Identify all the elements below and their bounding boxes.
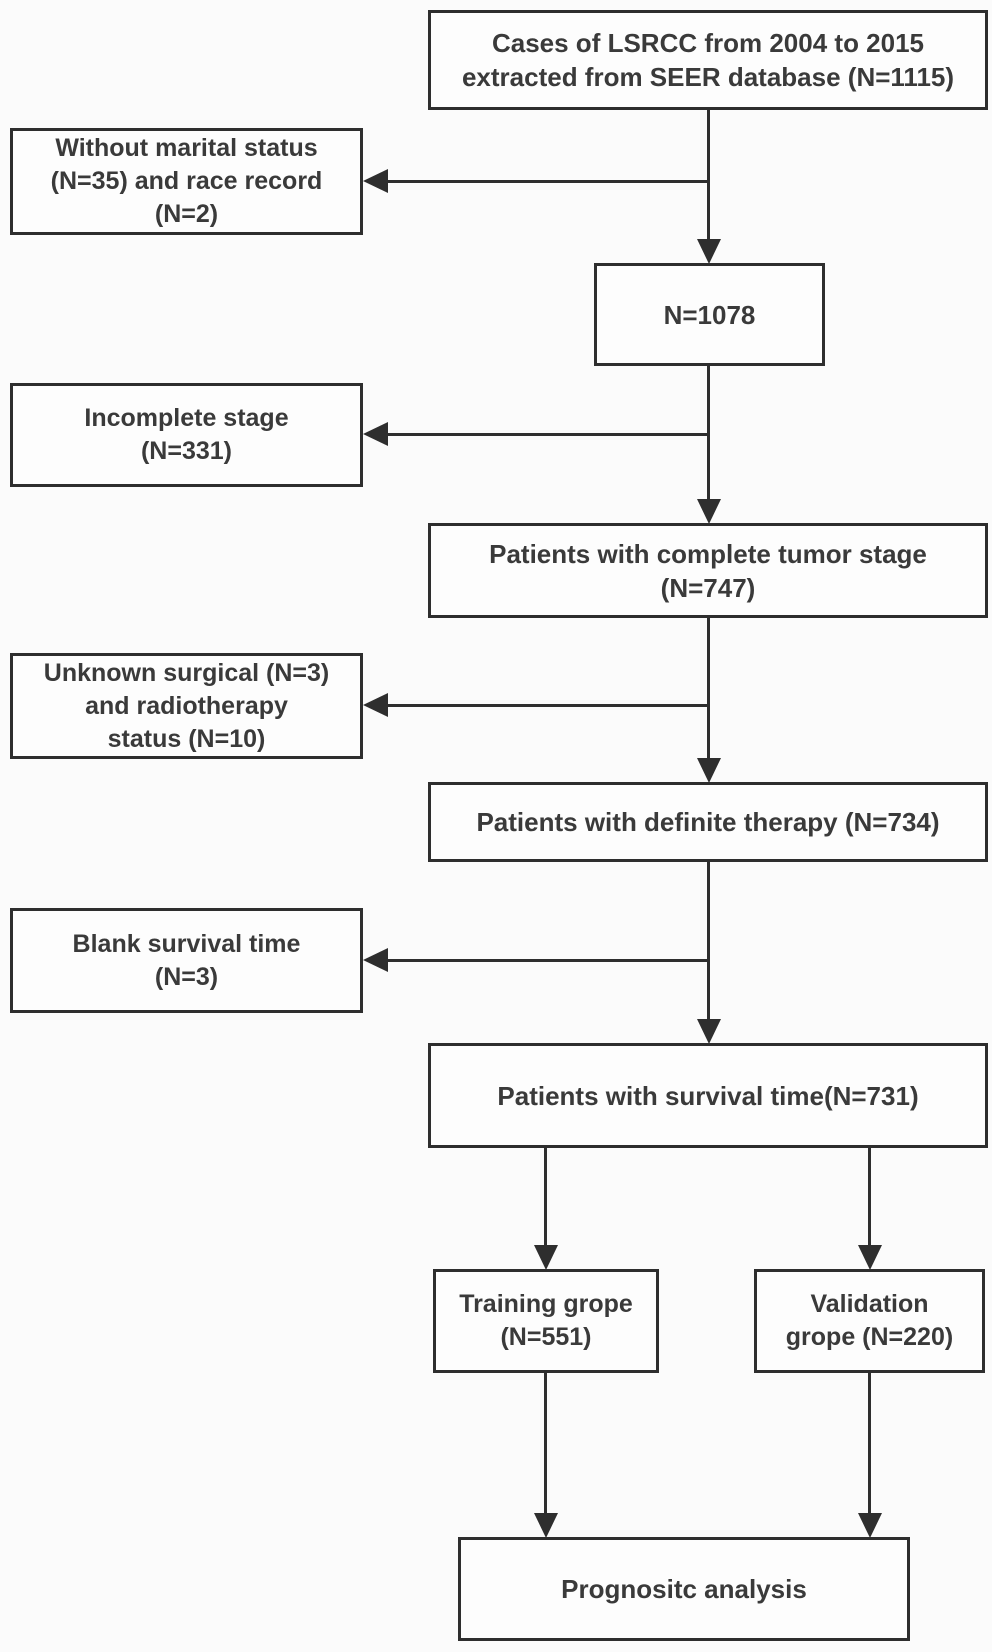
flow-box-survival-time: Patients with survival time(N=731) — [428, 1043, 988, 1148]
flow-box-excl-marital-race-text: (N=2) — [154, 200, 219, 228]
flow-box-excl-surgical-radio: Unknown surgical (N=3) and radiotherapy … — [10, 653, 363, 759]
connector-survival-to-training — [544, 1148, 547, 1247]
flow-box-validation: Validation grope (N=220) — [754, 1269, 985, 1373]
arrowhead-into-complete-stage — [697, 499, 721, 524]
flow-box-source-text: extracted from SEER database (N=1115) — [461, 62, 955, 92]
arrowhead-into-training — [534, 1245, 558, 1270]
flow-box-complete-stage-text: (N=747) — [660, 572, 756, 603]
flow-box-prognostic: Prognositc analysis — [458, 1537, 910, 1641]
connector-source-to-n1078 — [707, 110, 710, 241]
flow-box-excl-incomplete-stage: Incomplete stage (N=331) — [10, 383, 363, 487]
arrowhead-into-survival — [697, 1019, 721, 1044]
flow-box-prognostic-text: Prognositc analysis — [561, 1574, 807, 1604]
branch-to-excl-surgical-radio — [388, 704, 710, 707]
flow-box-source-text: Cases of LSRCC from 2004 to 2015 — [491, 28, 925, 58]
arrowhead-into-n1078 — [697, 239, 721, 264]
arrowhead-training-into-prognostic — [534, 1513, 558, 1538]
flow-box-training-text: (N=551) — [500, 1323, 592, 1351]
flow-box-validation-text: grope (N=220) — [785, 1323, 954, 1351]
arrowhead-into-excl-incomplete-stage — [363, 422, 388, 446]
flow-box-survival-time-text: Patients with survival time(N=731) — [497, 1080, 919, 1111]
flow-box-excl-surgical-radio-text: status (N=10) — [107, 724, 266, 753]
flow-box-n1078: N=1078 — [594, 263, 825, 366]
connector-validation-to-prognostic — [868, 1373, 871, 1515]
flow-box-definite-therapy: Patients with definite therapy (N=734) — [428, 782, 988, 862]
flow-box-excl-incomplete-stage-text: (N=331) — [140, 437, 232, 465]
flow-box-excl-marital-race: Without marital status (N=35) and race r… — [10, 128, 363, 235]
flow-box-excl-blank-survival-text: (N=3) — [154, 962, 219, 991]
flow-box-source: Cases of LSRCC from 2004 to 2015 extract… — [428, 10, 988, 110]
connector-complete-stage-to-therapy — [707, 618, 710, 760]
flow-box-excl-surgical-radio-text: and radiotherapy — [85, 691, 288, 720]
flow-box-definite-therapy-text: Patients with definite therapy (N=734) — [476, 807, 940, 837]
flow-box-excl-marital-race-text: (N=35) and race record — [50, 167, 323, 195]
branch-to-excl-marital-race — [388, 180, 710, 183]
flow-box-excl-blank-survival: Blank survival time (N=3) — [10, 908, 363, 1013]
flow-box-complete-stage-text: Patients with complete tumor stage — [489, 538, 927, 569]
branch-to-excl-blank-survival — [388, 959, 710, 962]
arrowhead-validation-into-prognostic — [858, 1513, 882, 1538]
flow-box-excl-surgical-radio-text: Unknown surgical (N=3) — [43, 658, 330, 687]
branch-to-excl-incomplete-stage — [388, 433, 710, 436]
flow-box-training: Training grope (N=551) — [433, 1269, 659, 1373]
flow-box-training-text: Training grope — [459, 1290, 633, 1318]
flow-box-n1078-text: N=1078 — [663, 299, 756, 330]
arrowhead-into-excl-surgical-radio — [363, 693, 388, 717]
arrowhead-into-excl-blank-survival — [363, 948, 388, 972]
connector-survival-to-validation — [868, 1148, 871, 1247]
flow-box-validation-text: Validation — [810, 1290, 929, 1318]
flow-box-complete-stage: Patients with complete tumor stage (N=74… — [428, 523, 988, 618]
arrowhead-into-validation — [858, 1245, 882, 1270]
flow-box-excl-incomplete-stage-text: Incomplete stage — [84, 404, 289, 432]
arrowhead-into-excl-marital-race — [363, 169, 388, 193]
arrowhead-into-therapy — [697, 758, 721, 783]
flow-box-excl-marital-race-text: Without marital status — [55, 134, 318, 162]
connector-therapy-to-survival — [707, 862, 710, 1021]
flow-box-excl-blank-survival-text: Blank survival time — [72, 929, 301, 958]
connector-training-to-prognostic — [544, 1373, 547, 1515]
